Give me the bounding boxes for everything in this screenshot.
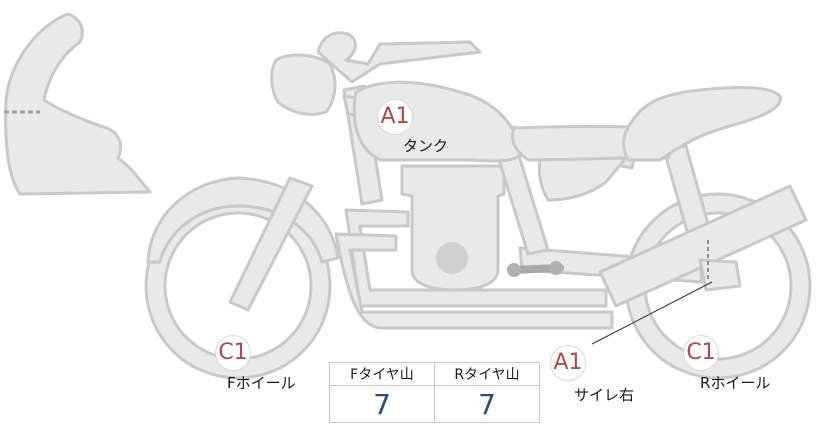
front-fork bbox=[228, 176, 314, 312]
engine bbox=[400, 164, 506, 292]
rear-wheel-grade-badge: C1 bbox=[683, 335, 719, 371]
rear-wheel-label: Rホイール bbox=[700, 374, 771, 392]
handlebar bbox=[316, 31, 482, 84]
tank-grade-badge: A1 bbox=[377, 99, 413, 135]
rear-tread-value: 7 bbox=[434, 385, 540, 423]
side-cover bbox=[537, 156, 628, 202]
headlight bbox=[270, 53, 337, 116]
muffler-label: サイレ右 bbox=[574, 386, 635, 404]
front-wheel-grade-badge: C1 bbox=[215, 335, 251, 371]
tank-label: タンク bbox=[403, 137, 449, 155]
fairing-part bbox=[4, 12, 152, 196]
tire-tread-table: Fタイヤ山 Rタイヤ山 7 7 bbox=[329, 362, 540, 423]
engine-cover bbox=[436, 242, 468, 274]
front-tread-header: Fタイヤ山 bbox=[329, 362, 435, 386]
tail-cowl bbox=[622, 86, 782, 162]
front-wheel-label: Fホイール bbox=[227, 374, 296, 392]
muffler-grade-badge: A1 bbox=[550, 345, 586, 381]
rear-tread-header: Rタイヤ山 bbox=[434, 362, 540, 386]
muffler bbox=[598, 184, 808, 308]
front-tread-value: 7 bbox=[329, 385, 435, 423]
exhaust-pipe bbox=[344, 208, 608, 308]
muffler-leader-line bbox=[591, 281, 713, 345]
